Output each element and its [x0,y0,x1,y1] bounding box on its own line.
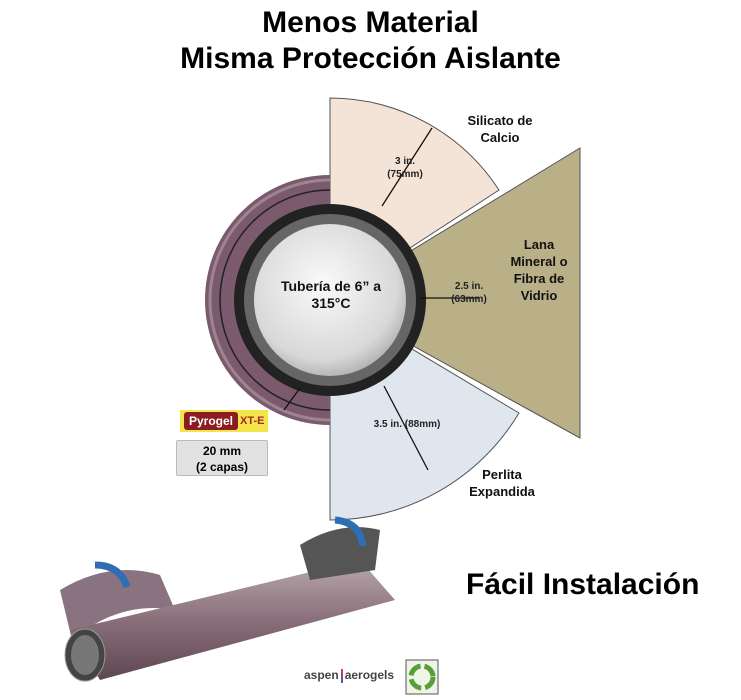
title-line-1: Menos Material [262,6,479,39]
pipe-core [254,224,406,376]
perlita-label: Perlita Expandida [469,467,535,499]
pyrogel-thickness: 20 mm [202,444,242,458]
silicato-thickness: 3 in. (75mm) [387,156,423,180]
title-line-2: Misma Protección Aislante [180,42,561,75]
installation-label: Fácil Instalación [466,568,700,601]
lana-thickness: 2.5 in. (63mm) [451,281,487,305]
perlita-thickness: 3.5 in. (88mm) [373,419,441,430]
sector-lana [329,147,581,439]
recycle-logo [405,659,439,695]
pyrogel-layers: (2 capas) [195,460,249,474]
pipe-label: Tubería de 6” a 315°C [280,278,382,311]
pyrogel-badge: Pyrogel XT-E [180,410,268,432]
dimension-arrows [283,127,478,471]
lana-label: Lana Mineral o Fibra de Vidrio [510,237,568,303]
aspen-aerogels-logo: aspen aerogels [304,668,394,683]
logo-text-left: aspen [304,668,339,682]
logo-text-right: aerogels [344,668,395,682]
pyrogel-thickness-box: 20 mm (2 capas) [176,440,268,476]
pyrogel-brand: Pyrogel [184,412,239,430]
pyrogel-variant: XT-E [240,415,265,427]
silicato-label: Silicato de Calcio [467,113,533,145]
installation-illustration [60,516,395,682]
